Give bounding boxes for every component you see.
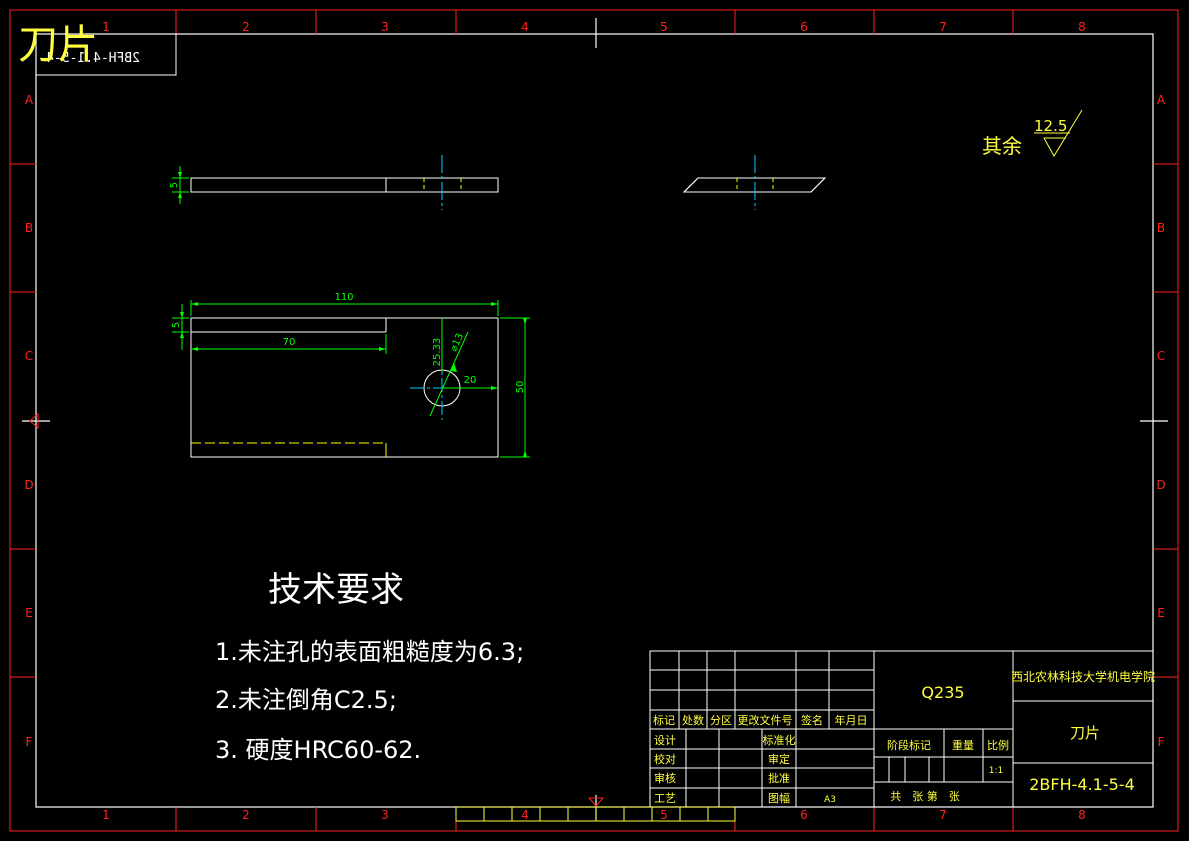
corner-title: 刀片	[18, 22, 98, 68]
zone-column-labels-bottom: 1 2 3 4 5 6 7 8	[102, 808, 1086, 822]
tb-school: 西北农林科技大学机电学院	[1011, 669, 1155, 684]
tech-req-heading: 技术要求	[268, 570, 404, 610]
zone-label: 7	[939, 808, 947, 822]
dim-hole-offset: 20	[464, 375, 477, 386]
tech-req-item: 1.未注孔的表面粗糙度为6.3;	[215, 638, 524, 666]
zone-label: D	[24, 478, 33, 492]
zone-label: 5	[660, 20, 668, 34]
orientation-mark	[587, 797, 605, 807]
zone-label: 3	[381, 808, 389, 822]
top-view-right	[682, 155, 827, 210]
zone-label: 2	[242, 20, 250, 34]
front-view: 110 70 5 50 25.33 ⌀13 20	[171, 292, 530, 458]
tb-header-cell: 年月日	[835, 713, 868, 727]
tb-header-cell: 标记	[653, 713, 675, 727]
dim-thickness-side: 5	[169, 182, 180, 188]
zone-label: A	[25, 93, 34, 107]
tb-role-design: 设计	[654, 734, 676, 747]
roughness-label: 其余	[982, 134, 1022, 158]
tb-scale-value: 1:1	[989, 766, 1003, 776]
tb-weight-label: 重量	[952, 738, 974, 752]
tech-req-item: 3. 硬度HRC60-62.	[215, 736, 421, 764]
zone-label: D	[1156, 478, 1165, 492]
zone-label: 5	[660, 808, 668, 822]
zone-label: 7	[939, 20, 947, 34]
zone-label: F	[1158, 735, 1165, 749]
tb-part-name: 刀片	[1070, 724, 1100, 742]
tb-format-value: A3	[824, 795, 836, 805]
zone-label: 8	[1078, 20, 1086, 34]
dim-length: 110	[334, 292, 353, 303]
dim-hole-position: 25.33	[432, 338, 443, 367]
zone-label: 6	[800, 808, 808, 822]
corner-code-mirrored: 2BFH-4.1-5-4	[46, 51, 140, 66]
orientation-mark	[29, 412, 39, 430]
zone-label: 8	[1078, 808, 1086, 822]
zone-label: C	[1157, 349, 1165, 363]
top-view: 5	[169, 155, 499, 210]
corner-code-box	[35, 33, 177, 76]
zone-label: 3	[381, 20, 389, 34]
zone-label: B	[1157, 221, 1165, 235]
tb-stage-label: 阶段标记	[887, 738, 931, 752]
zone-label: E	[1157, 606, 1165, 620]
title-block	[649, 650, 1154, 808]
dim-height: 50	[515, 381, 526, 394]
roughness-symbol: 其余 12.5	[982, 109, 1083, 158]
tb-role-process: 工艺	[654, 792, 676, 805]
outer-frame	[9, 9, 1179, 832]
tb-role-standard: 标准化	[763, 733, 796, 747]
zone-label: B	[25, 221, 33, 235]
tech-req-item: 2.未注倒角C2.5;	[215, 686, 397, 714]
tb-role-audit: 审定	[768, 752, 790, 766]
zone-labels: 1 2 3 4 5 6 7 8 1 2 3 4 5 6 7 8 A B C D E F A B C D E F	[24, 20, 1166, 822]
tb-role-format: 图幅	[768, 792, 790, 805]
zone-label: 6	[800, 20, 808, 34]
zone-label: F	[26, 735, 33, 749]
tb-material: Q235	[921, 683, 964, 702]
tb-header-cell: 分区	[710, 714, 732, 727]
tb-drawing-number: 2BFH-4.1-5-4	[1029, 775, 1135, 794]
dim-slot-width: 5	[171, 322, 182, 328]
zone-label: 1	[102, 20, 110, 34]
zone-label: E	[25, 606, 33, 620]
zone-row-labels-left: A B C D E F	[24, 93, 34, 749]
zone-label: 4	[521, 20, 529, 34]
zone-label: 1	[102, 808, 110, 822]
tb-scale-label: 比例	[987, 738, 1009, 752]
tb-header-cell: 处数	[682, 714, 704, 727]
roughness-value: 12.5	[1034, 117, 1067, 135]
tb-role-review: 审核	[654, 771, 676, 785]
zone-label: C	[25, 349, 33, 363]
zone-label: 4	[521, 808, 529, 822]
dim-slot-length: 70	[283, 337, 296, 348]
tb-role-check: 校对	[654, 752, 676, 766]
zone-label: A	[1157, 93, 1166, 107]
zone-label: 2	[242, 808, 250, 822]
tb-header-cell: 更改文件号	[738, 713, 793, 727]
tb-sheets-label: 共 张 第 张	[890, 789, 960, 803]
zone-row-labels-right: A B C D E F	[1156, 93, 1166, 749]
tb-header-cell: 签名	[801, 713, 823, 727]
tb-role-approve: 批准	[768, 771, 790, 785]
bottom-strip	[455, 806, 736, 822]
zone-column-labels-top: 1 2 3 4 5 6 7 8	[102, 20, 1086, 34]
